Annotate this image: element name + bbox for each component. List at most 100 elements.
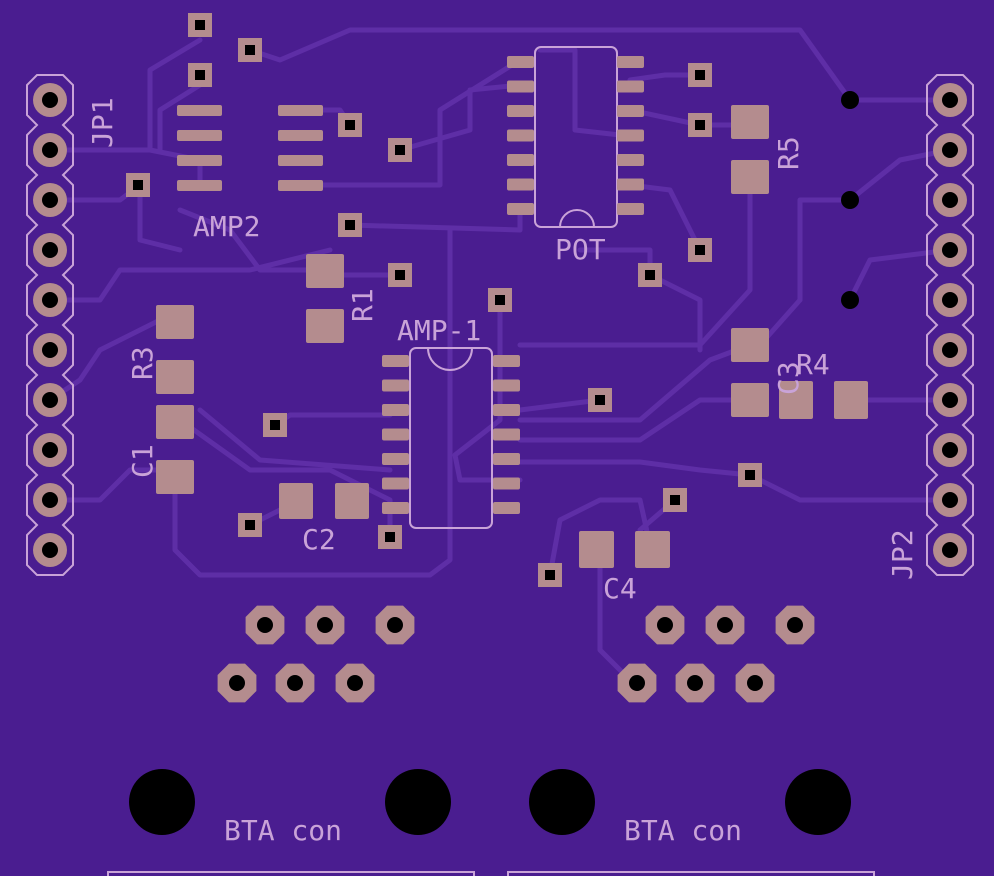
via-hole: [385, 532, 395, 542]
pot-pin: [617, 203, 644, 215]
jp2-pin-hole: [942, 242, 958, 258]
label-c4: C4: [603, 572, 637, 605]
label-amp2: AMP2: [193, 210, 260, 243]
jp1-pin-hole: [42, 392, 58, 408]
label-c3: C3: [772, 361, 805, 395]
bta-pad-hole: [229, 675, 245, 691]
via-hole: [695, 70, 705, 80]
amp1-pin: [382, 477, 409, 490]
via-hole: [195, 70, 205, 80]
drill-hole: [841, 191, 859, 209]
r5-pad: [731, 160, 769, 194]
amp1-pin: [382, 404, 409, 416]
drill-hole: [841, 291, 859, 309]
label-jp1: JP1: [86, 97, 119, 148]
bta-pad-hole: [657, 617, 673, 633]
jp2-header: [926, 74, 974, 576]
bta-left-outline: [107, 871, 475, 876]
jp2-pin-hole: [942, 142, 958, 158]
via-hole: [245, 45, 255, 55]
jp2-pin-hole: [942, 292, 958, 308]
bta-outlines: [107, 871, 875, 876]
bta-pad-hole: [629, 675, 645, 691]
via-hole: [595, 395, 605, 405]
c3-pad: [731, 328, 769, 362]
r5-pad: [731, 105, 769, 139]
pot-pin: [617, 105, 644, 117]
amp1-pin: [493, 355, 520, 367]
label-bta-left: BTA con: [224, 814, 342, 847]
bta-pad-hole: [687, 675, 703, 691]
label-r4: R4: [796, 348, 830, 381]
r4-pad: [834, 381, 868, 419]
bta-right-outline: [507, 871, 875, 876]
via-hole: [345, 120, 355, 130]
jp1-pin-hole: [42, 92, 58, 108]
amp1-ic-outline: [409, 347, 493, 529]
c4-pad: [635, 531, 670, 568]
jp1-pin-hole: [42, 342, 58, 358]
silkscreen-labels: JP1 JP2 AMP2 POT R1 AMP-1 R3 C1 C2 C3 R4…: [86, 97, 919, 847]
label-bta-right: BTA con: [624, 814, 742, 847]
via-hole: [195, 20, 205, 30]
amp1-pin: [382, 502, 409, 514]
via-hole: [395, 145, 405, 155]
jp2-outline: [926, 74, 974, 576]
via-hole: [545, 570, 555, 580]
pot-ic: [507, 46, 644, 228]
bta-pad-hole: [747, 675, 763, 691]
r3-pad: [156, 305, 194, 339]
via-hole: [270, 420, 280, 430]
via-hole: [670, 495, 680, 505]
amp1-pin: [493, 502, 520, 514]
pot-pin: [617, 80, 644, 93]
amp1-ic: [382, 347, 520, 529]
bta-pad-hole: [387, 617, 403, 633]
r4-pad: [779, 381, 813, 419]
amp1-pin: [493, 379, 520, 392]
pot-ic-notch: [559, 209, 595, 228]
via-hole: [745, 470, 755, 480]
c2-pad: [279, 483, 313, 519]
jp2-pin-hole: [942, 392, 958, 408]
jp2-pin-hole: [942, 442, 958, 458]
jp1-pin-hole: [42, 542, 58, 558]
amp1-ic-notch: [427, 347, 473, 371]
amp1-pin: [493, 428, 520, 441]
amp1-pin: [382, 453, 409, 465]
amp1-pin: [493, 477, 520, 490]
amp1-pin: [382, 355, 409, 367]
jp1-pin-hole: [42, 142, 58, 158]
pot-pin: [507, 178, 534, 191]
jp1-pin-hole: [42, 192, 58, 208]
via-hole: [695, 245, 705, 255]
jp2-pin-hole: [942, 92, 958, 108]
mounting-hole: [129, 769, 195, 835]
bta-pad-hole: [287, 675, 303, 691]
c1-pad: [156, 460, 194, 494]
jp2-pin-hole: [942, 342, 958, 358]
pot-pin: [507, 56, 534, 68]
label-r5: R5: [772, 136, 805, 170]
pot-pin: [507, 129, 534, 142]
amp1-pin: [493, 404, 520, 416]
mounting-hole: [529, 769, 595, 835]
pot-pin: [507, 154, 534, 166]
via-hole: [695, 120, 705, 130]
label-c1: C1: [126, 444, 159, 478]
jp1-outline: [26, 74, 74, 576]
pot-pin: [507, 105, 534, 117]
via-hole: [645, 270, 655, 280]
smd-passive-pads: [156, 105, 868, 568]
c4-pad: [579, 531, 614, 568]
pot-pin: [617, 129, 644, 142]
via-hole: [395, 270, 405, 280]
bta-pad-hole: [717, 617, 733, 633]
vias: [126, 13, 762, 587]
pot-pin: [507, 203, 534, 215]
r3-pad: [156, 360, 194, 394]
label-r1: R1: [346, 288, 379, 322]
c3-pad: [731, 383, 769, 417]
bta-connector-pads: [217, 605, 815, 703]
